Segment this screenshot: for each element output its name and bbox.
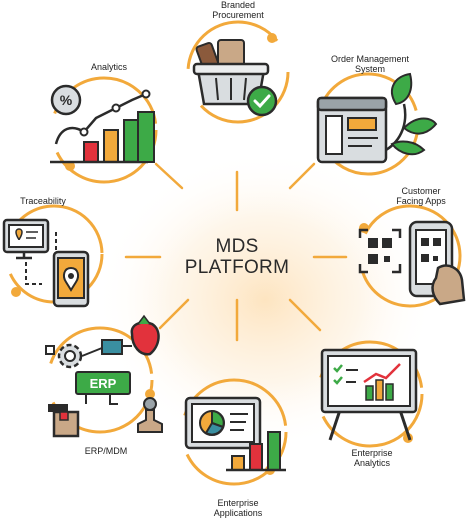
traceability-icon [2,204,104,308]
basket-icon [186,20,290,124]
label-analytics: Analytics [76,62,142,72]
label-customer-apps: Customer Facing Apps [386,186,456,206]
erp-mdm-icon [45,314,163,438]
label-branded-procurement: Branded Procurement [188,0,288,20]
label-customer-apps-line2: Facing Apps [396,196,446,206]
label-order-management-line1: Order Management [330,54,410,64]
order-management-icon [316,72,438,176]
label-enterprise-analytics: Enterprise Analytics [332,448,412,468]
spoke-top-left [154,162,184,190]
spoke-bottom-left [158,298,190,330]
label-enterprise-analytics-line1: Enterprise [351,448,393,458]
label-erp-mdm: ERP/MDM [76,446,136,456]
label-erp-mdm-line1: ERP/MDM [84,446,128,456]
label-enterprise-apps-line1: Enterprise [217,498,259,508]
erp-badge-text: ERP [89,376,117,391]
spokes [124,162,348,342]
svg-text:%: % [60,92,73,108]
label-customer-apps-line1: Customer [401,186,441,196]
label-branded-procurement-line2: Procurement [212,10,264,20]
label-order-management: Order Management System [318,54,422,74]
enterprise-analytics-icon [316,340,424,448]
label-enterprise-apps-line2: Applications [213,508,263,518]
analytics-icon: % [50,76,158,184]
spoke-bottom-right [288,298,322,332]
label-analytics-line1: Analytics [90,62,127,72]
label-order-management-line2: System [354,64,385,74]
label-enterprise-apps: Enterprise Applications [196,498,280,518]
label-traceability-line1: Traceability [20,196,66,206]
label-traceability: Traceability [8,196,78,206]
spoke-top-right [288,162,316,190]
center-title-line1: MDS [215,236,259,257]
center-title-line2: PLATFORM [184,257,290,278]
center-title: MDS PLATFORM [174,236,300,278]
enterprise-apps-icon [180,378,288,486]
label-enterprise-analytics-line2: Analytics [353,458,390,468]
customer-apps-icon [358,204,466,308]
label-branded-procurement-line1: Branded [220,0,256,10]
